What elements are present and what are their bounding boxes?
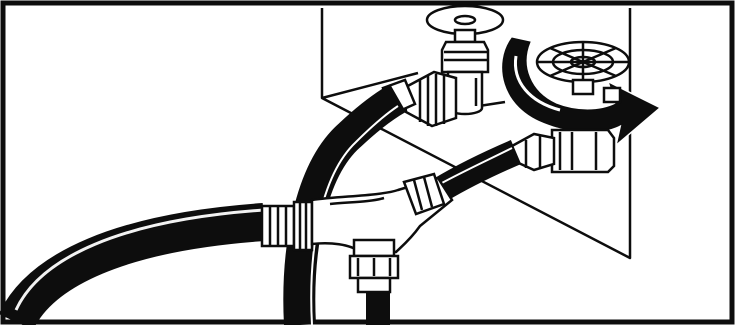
hose-connection-illustration xyxy=(0,0,735,325)
illustration-canvas xyxy=(0,0,735,325)
